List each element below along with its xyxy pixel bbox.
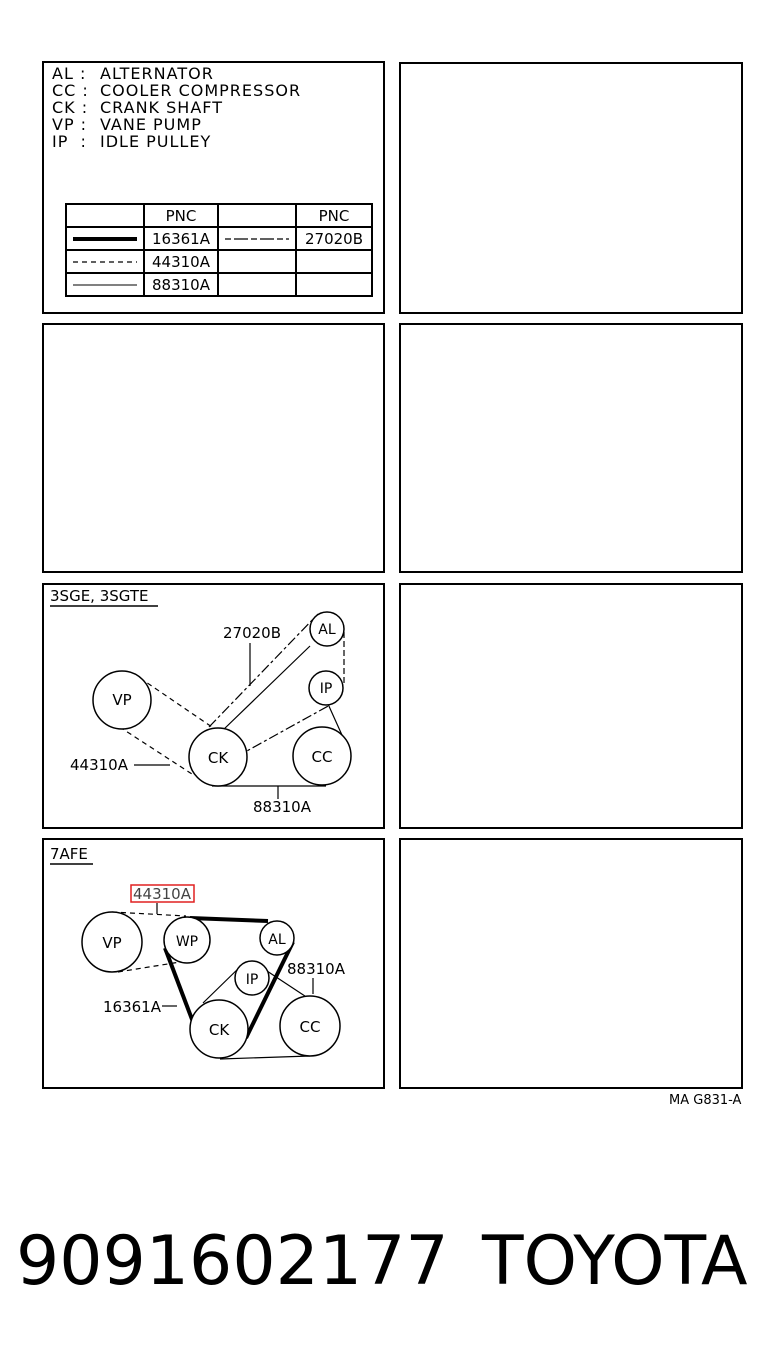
- pulley-ip: [308, 670, 344, 706]
- pulley-wp: [163, 916, 211, 964]
- pulley-cc: [279, 995, 341, 1057]
- belt-88310a: [219, 1055, 311, 1060]
- empty-panel: [399, 62, 743, 314]
- label-27020b: 27020B: [223, 624, 281, 642]
- legend-panel: AL :ALTERNATOR CC :COOLER COMPRESSOR CK …: [42, 61, 385, 314]
- line-sample-dashdot: [217, 226, 297, 251]
- belt-16361a: [189, 916, 269, 923]
- belt-16361a: [163, 947, 195, 1023]
- legend-item-cc: CC :COOLER COMPRESSOR: [52, 81, 302, 100]
- highlight-box: [130, 884, 195, 903]
- belt-diagram-3sge: 3SGE, 3SGTE VP CK CC AL IP: [50, 587, 352, 816]
- table-row: 44310A: [65, 249, 373, 274]
- belt-44310a: [111, 721, 196, 777]
- label-88310a: 88310A: [253, 798, 312, 816]
- belt-diagram-7afe: 7AFE VP WP AL IP CK CC: [50, 845, 346, 1060]
- pulley-label-cc: CC: [300, 1018, 321, 1036]
- belt-27020b: [208, 613, 319, 728]
- pulley-ip: [234, 960, 270, 996]
- belt-44310a: [139, 677, 213, 728]
- pulley-label-vp: VP: [112, 691, 131, 709]
- pnc-table: PNC PNC 16361A 27020B 44310A 88310A: [65, 203, 373, 297]
- pulley-al: [309, 611, 345, 647]
- pulley-ck: [189, 999, 249, 1059]
- label-44310a: 44310A: [133, 885, 192, 903]
- pulley-vp: [92, 670, 152, 730]
- pulley-ck: [188, 727, 248, 787]
- empty-panel: [399, 838, 743, 1089]
- line-sample-thin: [65, 272, 145, 297]
- belt-27020b: [235, 704, 331, 758]
- pulley-label-cc: CC: [312, 748, 333, 766]
- pulley-al: [259, 920, 295, 956]
- line-sample-dashed: [65, 249, 145, 274]
- belt-44310a: [111, 911, 187, 917]
- pulley-label-wp: WP: [176, 934, 198, 950]
- pnc-header-left: PNC: [143, 203, 219, 228]
- label-44310a: 44310A: [70, 756, 129, 774]
- diagram-title: 7AFE: [50, 845, 88, 863]
- pulley-label-ck: CK: [208, 749, 229, 767]
- empty-panel: [399, 583, 743, 829]
- pulley-label-ck: CK: [209, 1021, 230, 1039]
- legend-item-al: AL :ALTERNATOR: [52, 64, 214, 83]
- pulley-label-al: AL: [318, 622, 336, 638]
- part-number: 9091602177: [16, 1222, 449, 1301]
- legend-item-ck: CK :CRANK SHAFT: [52, 98, 223, 117]
- pulley-label-vp: VP: [102, 934, 121, 952]
- pnc-header-row: PNC PNC: [65, 203, 373, 228]
- pulley-vp: [81, 911, 143, 973]
- label-16361a: 16361A: [103, 998, 162, 1016]
- belt-44310a: [117, 961, 181, 973]
- table-row: 88310A: [65, 272, 373, 297]
- pulley-label-ip: IP: [246, 972, 259, 988]
- empty-panel: [399, 323, 743, 573]
- pulley-cc: [292, 726, 352, 786]
- legend-item-ip: IP :IDLE PULLEY: [52, 132, 212, 151]
- empty-panel: [42, 323, 385, 573]
- pulley-label-ip: IP: [320, 681, 333, 697]
- diagram-title: 3SGE, 3SGTE: [50, 587, 149, 605]
- line-sample-thick: [65, 226, 145, 251]
- diagram-panel-3sge: 3SGE, 3SGTE VP CK CC AL IP: [42, 583, 385, 829]
- belt-16361a: [244, 941, 295, 1039]
- pulley-label-al: AL: [268, 932, 286, 948]
- figure-code: MA G831-A: [669, 1093, 742, 1108]
- pnc-header-right: PNC: [295, 203, 373, 228]
- label-88310a: 88310A: [287, 960, 346, 978]
- diagram-panel-7afe: 7AFE VP WP AL IP CK CC: [42, 838, 385, 1089]
- legend-item-vp: VP :VANE PUMP: [52, 115, 202, 134]
- brand-name: TOYOTA: [482, 1222, 748, 1301]
- belt-88310a: [221, 645, 311, 732]
- table-row: 16361A 27020B: [65, 226, 373, 251]
